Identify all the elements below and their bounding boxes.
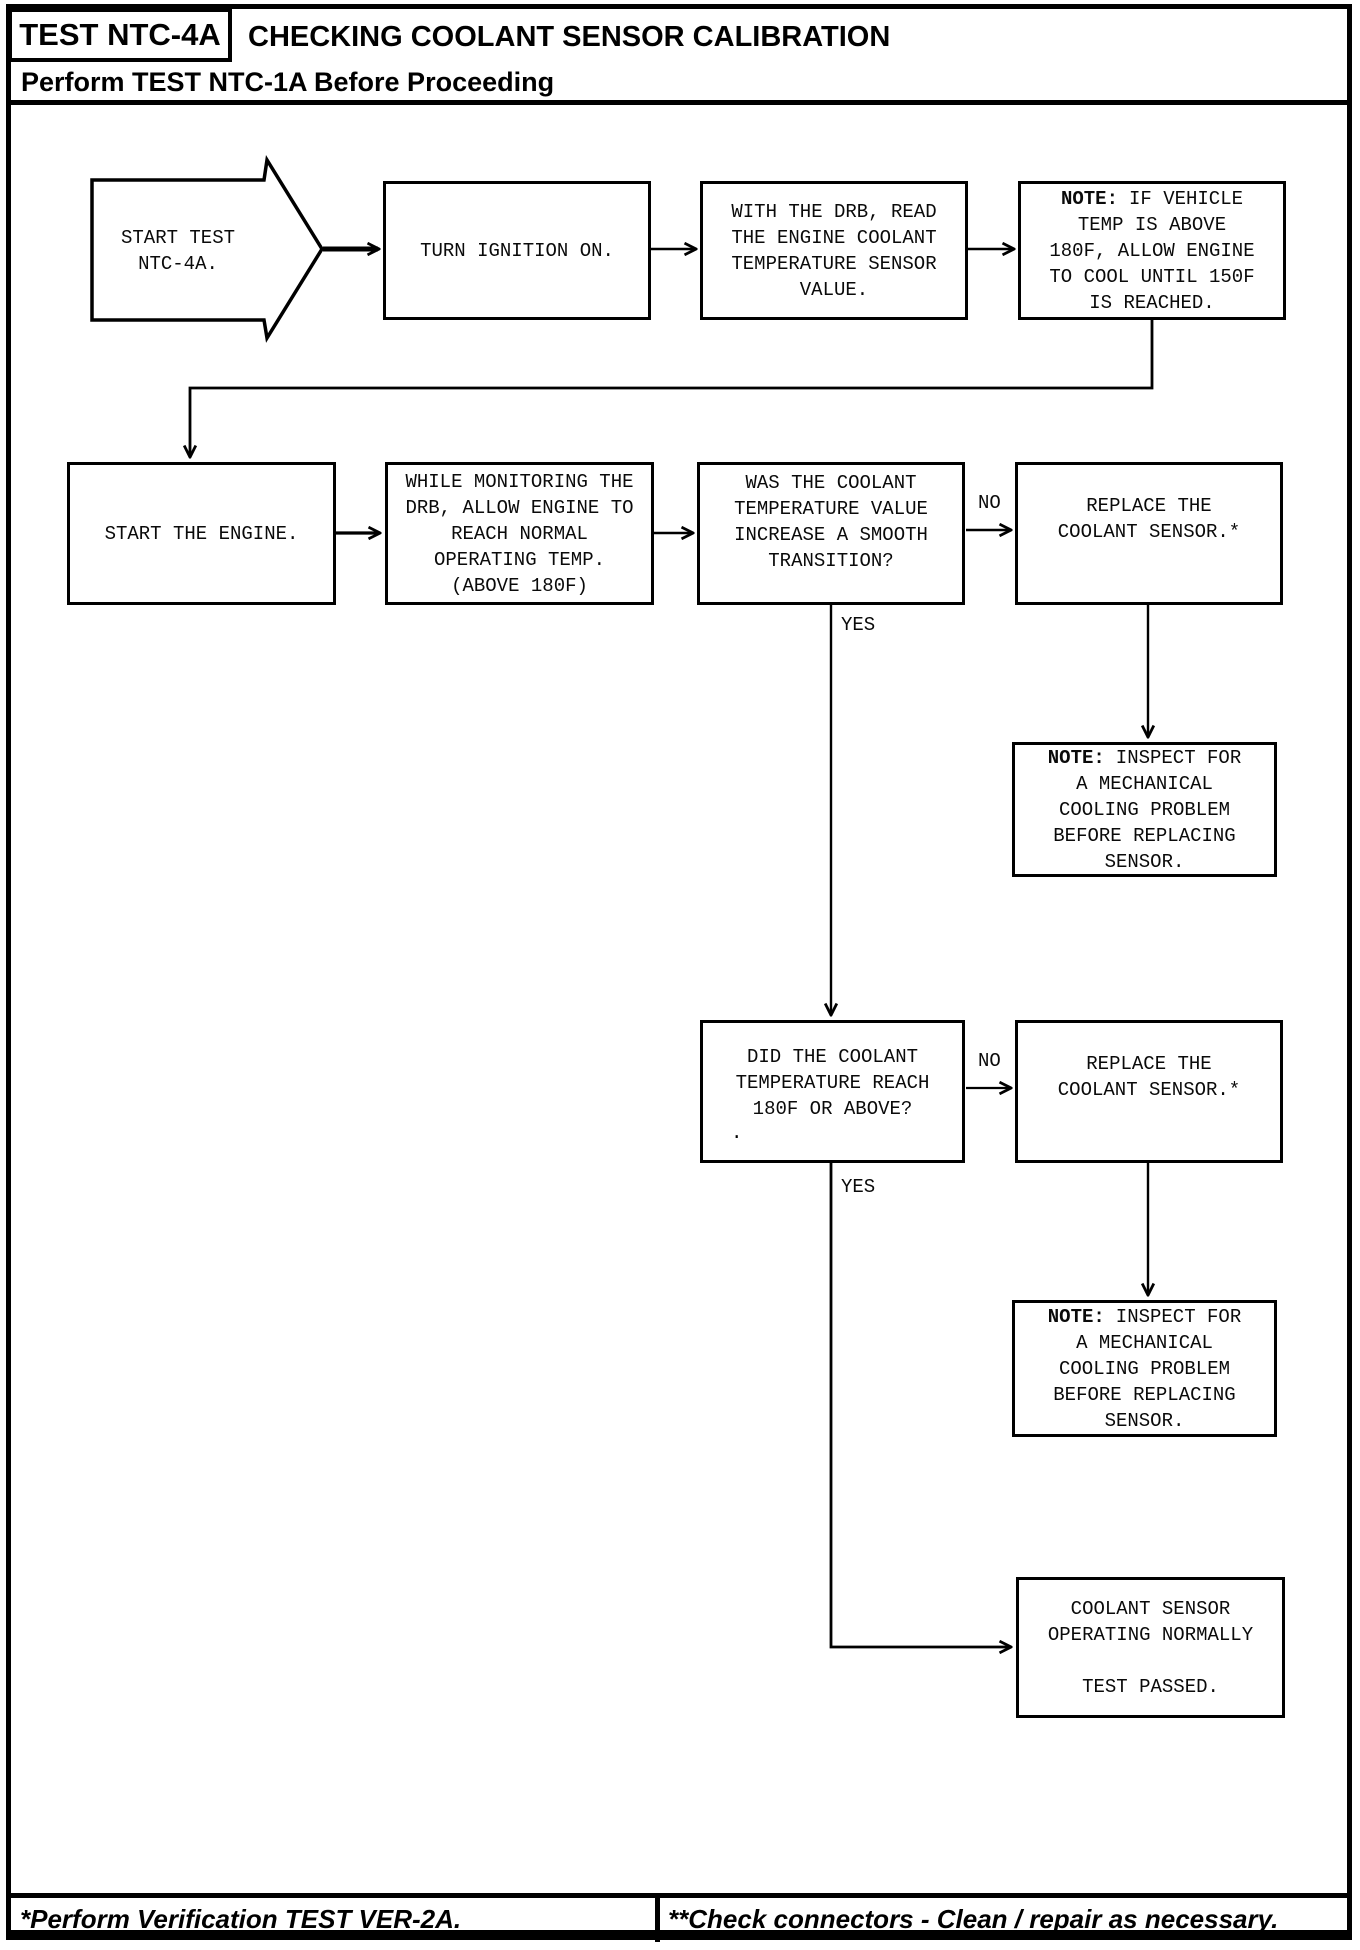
- node-smooth-transition: WAS THE COOLANT TEMPERATURE VALUE INCREA…: [697, 462, 965, 605]
- node-line: TO COOL UNTIL 150F: [1049, 265, 1255, 288]
- node-line: TEMPERATURE SENSOR: [731, 252, 937, 275]
- note-label: NOTE:: [1047, 1305, 1105, 1328]
- node-line: TEMP IS ABOVE: [1077, 213, 1227, 236]
- node-line: REPLACE THE: [1086, 494, 1212, 517]
- node-line: THE ENGINE COOLANT: [731, 226, 937, 249]
- node-start: START TEST NTC-4A.: [92, 181, 264, 320]
- node-line: A MECHANICAL: [1076, 772, 1213, 795]
- node-line: IS REACHED.: [1089, 291, 1215, 314]
- node-line: COOLING PROBLEM: [1058, 1357, 1231, 1380]
- node-turn-ignition: TURN IGNITION ON.: [383, 181, 651, 320]
- node-line: TRANSITION?: [768, 549, 894, 572]
- page-title: CHECKING COOLANT SENSOR CALIBRATION: [248, 21, 891, 53]
- edge-label-no-1: NO: [978, 492, 1001, 514]
- edge-label-yes-1: YES: [841, 614, 876, 636]
- edge-label-no-2: NO: [978, 1050, 1001, 1072]
- test-id-box: TEST NTC-4A: [8, 8, 232, 62]
- stray-period: .: [731, 1122, 743, 1144]
- node-line: TEST PASSED.: [1082, 1675, 1219, 1698]
- node-monitor-drb: WHILE MONITORING THE DRB, ALLOW ENGINE T…: [385, 462, 654, 605]
- node-line: OPERATING NORMALLY: [1047, 1623, 1254, 1646]
- node-line: NOTE:INSPECT FOR: [1047, 1305, 1242, 1328]
- node-line: DID THE COOLANT: [746, 1045, 919, 1068]
- page-border: [6, 4, 1352, 1940]
- node-line: WAS THE COOLANT: [745, 471, 917, 494]
- note-label: NOTE:: [1047, 746, 1105, 769]
- node-note-cool: NOTE:IF VEHICLE TEMP IS ABOVE 180F, ALLO…: [1018, 181, 1286, 320]
- node-line: BEFORE REPLACING: [1053, 824, 1236, 847]
- page-subtitle: Perform TEST NTC-1A Before Proceeding: [21, 67, 555, 97]
- node-line: START THE ENGINE.: [104, 522, 299, 545]
- note-label: NOTE:: [1060, 187, 1118, 210]
- node-note-inspect-1: NOTE:INSPECT FOR A MECHANICAL COOLING PR…: [1012, 742, 1277, 877]
- node-line: VALUE.: [799, 278, 869, 301]
- node-line: NOTE:INSPECT FOR: [1047, 746, 1242, 769]
- node-line: 180F OR ABOVE?: [752, 1097, 913, 1120]
- node-test-passed: COOLANT SENSOR OPERATING NORMALLY TEST P…: [1016, 1577, 1285, 1718]
- node-start-line: START TEST: [120, 226, 236, 249]
- node-line: WHILE MONITORING THE: [405, 470, 634, 493]
- node-line: REACH NORMAL: [451, 522, 588, 545]
- node-line: TEMPERATURE REACH: [735, 1071, 930, 1094]
- node-line: COOLING PROBLEM: [1058, 798, 1231, 821]
- node-line: NOTE:IF VEHICLE: [1060, 187, 1244, 210]
- node-line: TEMPERATURE VALUE: [734, 497, 928, 520]
- node-line: SENSOR.: [1104, 1409, 1185, 1432]
- connector-note-to-start-engine: [190, 318, 1154, 456]
- footer-divider: [655, 1893, 660, 1942]
- node-line: 180F, ALLOW ENGINE: [1049, 239, 1255, 262]
- test-id: TEST NTC-4A: [19, 17, 221, 52]
- node-line: BEFORE REPLACING: [1053, 1383, 1236, 1406]
- footnote-verification: *Perform Verification TEST VER-2A.: [20, 1904, 462, 1934]
- connector-yes-2-to-passed: [829, 1163, 1010, 1647]
- start-banner-shape: [90, 155, 325, 343]
- edge-label-yes-2: YES: [841, 1176, 876, 1198]
- node-replace-sensor-1: REPLACE THE COOLANT SENSOR.*: [1015, 462, 1283, 605]
- node-line: INCREASE A SMOOTH: [734, 523, 928, 546]
- node-read-sensor: WITH THE DRB, READ THE ENGINE COOLANT TE…: [700, 181, 968, 320]
- node-line: OPERATING TEMP.: [433, 548, 606, 571]
- node-replace-sensor-2: REPLACE THE COOLANT SENSOR.*: [1015, 1020, 1283, 1163]
- header-rule: [8, 100, 1352, 105]
- node-line: (ABOVE 180F): [451, 574, 588, 597]
- node-line: DRB, ALLOW ENGINE TO: [405, 496, 634, 519]
- node-reach-180: DID THE COOLANT TEMPERATURE REACH 180F O…: [700, 1020, 965, 1163]
- node-line: COOLANT SENSOR.*: [1057, 1078, 1241, 1101]
- node-line: WITH THE DRB, READ: [731, 200, 937, 223]
- node-line: SENSOR.: [1104, 850, 1185, 873]
- footer-rule: [8, 1893, 1352, 1898]
- node-line: REPLACE THE: [1086, 1052, 1212, 1075]
- footnote-connectors: **Check connectors - Clean / repair as n…: [668, 1904, 1279, 1934]
- node-line: A MECHANICAL: [1076, 1331, 1213, 1354]
- node-note-inspect-2: NOTE:INSPECT FOR A MECHANICAL COOLING PR…: [1012, 1300, 1277, 1437]
- node-start-engine: START THE ENGINE.: [67, 462, 336, 605]
- node-line: COOLANT SENSOR: [1070, 1597, 1231, 1620]
- node-line: TURN IGNITION ON.: [420, 239, 614, 262]
- node-line: COOLANT SENSOR.*: [1057, 520, 1241, 543]
- node-start-line: NTC-4A.: [138, 252, 218, 275]
